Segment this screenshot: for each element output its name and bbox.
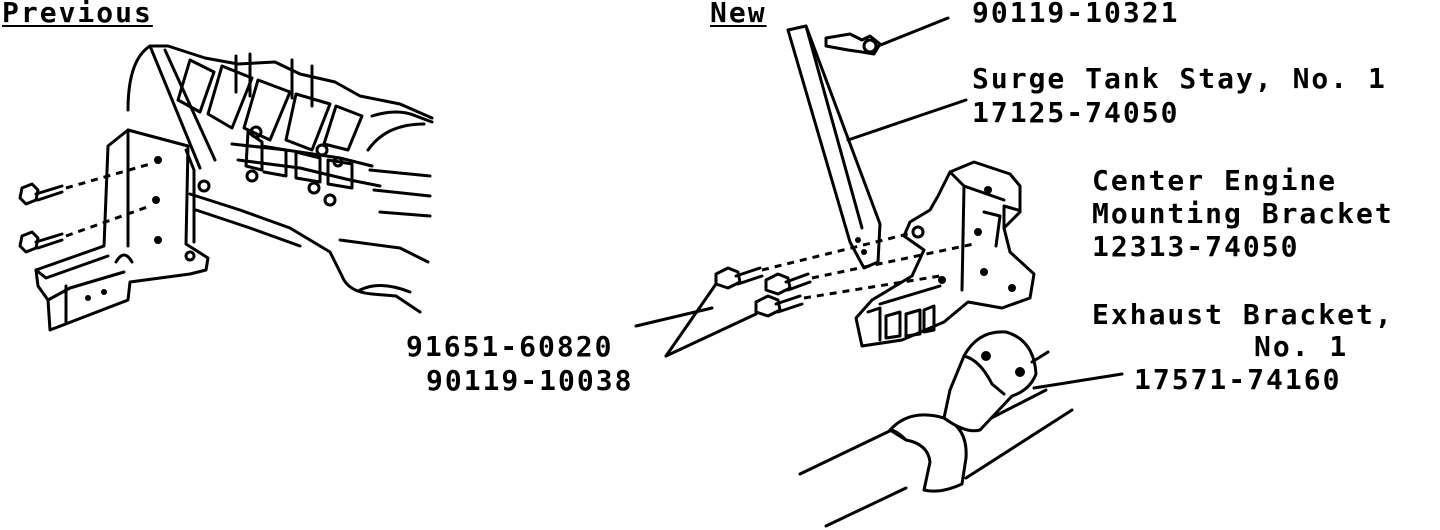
center-bracket-name-line1: Center Engine [1092,164,1338,197]
heading-previous: Previous [2,0,153,29]
bolt-top-part-number: 90119-10321 [972,0,1180,29]
center-bracket-part-number: 12313-74050 [1092,230,1300,263]
exhaust-bracket-part-number: 17571-74160 [1134,363,1342,396]
bolt-lower-part-number-2: 90119-10038 [426,364,634,397]
center-bracket-name-line2: Mounting Bracket [1092,197,1394,230]
engine-block-previous [126,44,434,314]
exhaust-pipe [798,388,1074,528]
exhaust-bracket-name-line1: Exhaust Bracket, [1092,298,1394,331]
bolt-lower-part-number-1: 91651-60820 [406,330,614,363]
surge-tank-stay-name: Surge Tank Stay, No. 1 [972,62,1387,95]
bolt-top [824,32,882,56]
center-engine-mounting-bracket [854,160,1036,348]
exhaust-bracket-name-line2: No. 1 [1254,330,1349,363]
heading-new: New [710,0,767,29]
bolts-previous [18,162,151,254]
leader-lines [634,16,1124,390]
surge-tank-stay [786,24,882,270]
surge-tank-stay-part-number: 17125-74050 [972,96,1180,129]
exhaust-bracket [942,330,1050,433]
bracket-previous [34,128,210,332]
